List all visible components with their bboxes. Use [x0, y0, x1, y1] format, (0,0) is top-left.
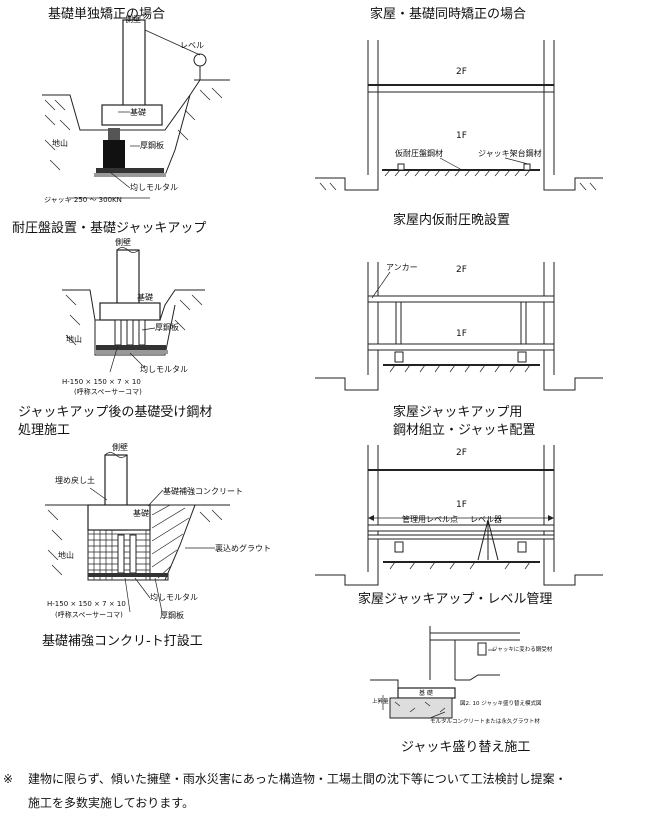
left-fig3-label-kiso: 基礎 — [133, 508, 149, 518]
left-fig1-label-kiso: 基礎 — [130, 107, 146, 117]
left-fig2-label-sokuheki: 側壁 — [115, 237, 131, 247]
right-fig4-label-kawaru: ジャッキに変わる鋼受材 — [492, 645, 553, 653]
right-fig4-label-joukou: 上昇量 — [372, 697, 389, 705]
right-fig3-label-kanri: 管理用レベル点 — [402, 514, 458, 524]
left-fig1-label-jiban: 地山 — [52, 138, 68, 148]
right-fig3-label-levelki: レベル器 — [470, 515, 502, 524]
right-fig1-label-jackdai: ジャッキ架台鋼材 — [478, 148, 542, 158]
left-fig3-caption: 基礎補強コンクリ-ト打設工 — [42, 634, 203, 649]
right-fig3-caption: 家屋ジャッキアップ・レベル管理 — [358, 592, 553, 607]
right-fig2-label-floor1: 1F — [456, 329, 467, 339]
right-fig2-caption-line1: 家屋ジャッキアップ用 — [393, 405, 523, 420]
left-fig2-caption-line1: ジャッキアップ後の基礎受け鋼材 — [18, 405, 213, 420]
right-fig4-label-mortar: モルタルコンクリートまたは永久グラウト材 — [430, 717, 540, 725]
left-fig2-label-kiso: 基礎 — [137, 292, 153, 302]
left-fig3-label-hokyo: 基礎補強コンクリート — [163, 486, 243, 496]
left-fig1-label-level: レベル — [180, 41, 204, 50]
right-figure-3-diagram: 2F 1F 管理用レベル点 レベル器 — [315, 445, 603, 586]
right-figure-1-diagram: 2F 1F 仮耐圧盤鋼材 ジャッキ架台鋼材 — [315, 40, 603, 191]
right-figure-4-diagram: ジャッキに変わる鋼受材 基 礎 上昇量 図2. 10 ジャッキ盛り替え模式図 モ… — [370, 626, 553, 725]
right-fig4-label-kiso: 基 礎 — [419, 689, 433, 697]
right-fig4-label-figtitle: 図2. 10 ジャッキ盛り替え模式図 — [460, 699, 542, 707]
left-fig2-caption-line2: 処理施工 — [18, 423, 71, 438]
left-fig3-label-jiban: 地山 — [58, 550, 74, 560]
left-figure-2-diagram: 側壁 基礎 厚鋼板 地山 均しモルタル H-150 × 150 × 7 × 10… — [62, 237, 205, 396]
left-fig2-label-spacer: (呼称スペーサーコマ) — [74, 387, 142, 396]
footnote-mark: ※ — [3, 772, 14, 786]
right-fig2-label-floor2: 2F — [456, 265, 467, 275]
right-fig1-label-taiatsu: 仮耐圧盤鋼材 — [395, 148, 443, 158]
left-fig2-label-hbeam: H-150 × 150 × 7 × 10 — [62, 378, 141, 386]
right-fig4-caption: ジャッキ盛り替え施工 — [401, 740, 531, 755]
right-fig1-label-floor2: 2F — [456, 67, 467, 77]
left-fig1-label-atsukoban: 厚鋼板 — [140, 140, 164, 150]
right-fig2-label-anchor: アンカー — [386, 263, 418, 272]
left-fig3-label-mortar: 均しモルタル — [150, 592, 198, 602]
left-fig2-label-atsukoban: 厚鋼板 — [155, 322, 179, 332]
right-column-header: 家屋・基礎同時矯正の場合 — [370, 7, 527, 22]
right-figure-2-diagram: アンカー 2F 1F — [315, 262, 603, 391]
footnote-line-2: 施工を多数実施しております。 — [28, 796, 195, 810]
footnote-line-1: 建物に限らず、傾いた擁壁・雨水災害にあった構造物・工場土間の沈下等について工法検… — [28, 772, 567, 786]
left-fig2-label-mortar: 均しモルタル — [140, 364, 188, 374]
right-fig1-caption: 家屋内仮耐圧晩設置 — [393, 213, 511, 228]
left-fig2-label-jiban: 地山 — [66, 334, 82, 344]
left-fig3-label-sokuheki: 側壁 — [112, 442, 128, 452]
left-fig3-label-grout: 裏込めグラウト — [215, 543, 271, 553]
left-fig1-label-jack: ジャッキ 250 ～ 300KN — [44, 196, 122, 204]
left-fig1-label-sokuheki: 側壁 — [125, 14, 141, 24]
left-fig3-label-hbeam: H-150 × 150 × 7 × 10 — [47, 600, 126, 608]
left-column-header: 基礎単独矯正の場合 — [48, 7, 166, 22]
left-fig1-label-mortar: 均しモルタル — [130, 182, 178, 192]
right-fig3-label-floor1: 1F — [456, 500, 467, 510]
right-fig2-caption-line2: 鋼材組立・ジャッキ配置 — [393, 423, 536, 438]
left-figure-3-diagram: 側壁 埋め戻し土 基礎補強コンクリート 基礎 地山 裏込めグラウト 均しモルタル… — [45, 442, 271, 620]
left-figure-1-diagram: 側壁 レベル 基礎 地山 厚鋼板 ジャッキ 250 ～ 300KN 均しモルタル — [42, 14, 230, 204]
left-fig3-label-umemodoshi: 埋め戻し土 — [55, 475, 95, 485]
left-fig3-label-spacer: (呼称スペーサーコマ) — [55, 610, 123, 619]
right-fig3-label-floor2: 2F — [456, 448, 467, 458]
left-fig1-caption: 耐圧盤設置・基礎ジャッキアップ — [12, 221, 207, 236]
left-fig3-label-atsukoban: 厚鋼板 — [160, 610, 184, 620]
right-fig1-label-floor1: 1F — [456, 131, 467, 141]
